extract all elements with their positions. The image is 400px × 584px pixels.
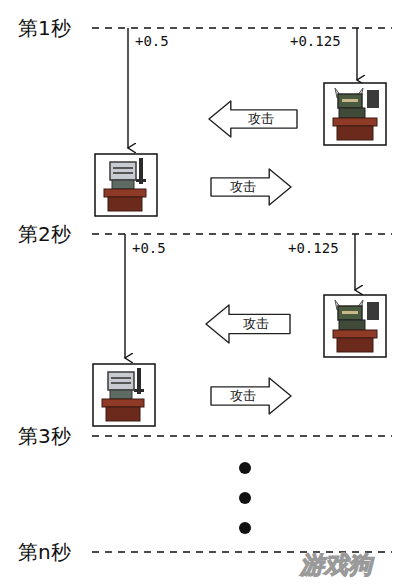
time-label: 第2秒	[18, 224, 71, 244]
increment-label: +0.5	[132, 241, 166, 255]
player-knight	[93, 364, 155, 426]
player-knight	[95, 154, 157, 216]
arrow-label: 攻击	[210, 168, 276, 206]
enemy-knight	[324, 295, 386, 357]
arrow-label: 攻击	[224, 100, 298, 138]
progress-arrow	[124, 234, 125, 358]
time-label: 第3秒	[18, 426, 71, 446]
arrow-shape	[206, 305, 290, 343]
time-divider	[92, 435, 392, 437]
attack-arrow: 攻击	[210, 168, 292, 206]
attack-arrow: 攻击	[210, 377, 292, 415]
increment-label: +0.5	[135, 34, 169, 48]
time-label: 第1秒	[18, 18, 71, 38]
arrow-shape	[211, 169, 291, 205]
ellipsis-dot	[239, 462, 251, 474]
ellipsis-dot	[239, 522, 251, 534]
arrow-shape	[209, 101, 297, 137]
enemy-knight	[324, 83, 386, 145]
watermark: 游戏狗	[300, 553, 372, 577]
attack-arrow: 攻击	[208, 100, 298, 138]
progress-arrow	[354, 234, 355, 290]
time-label: 第n秒	[18, 542, 71, 562]
progress-arrow	[356, 28, 357, 80]
time-divider	[92, 27, 392, 29]
increment-label: +0.125	[290, 34, 341, 48]
time-divider	[92, 233, 392, 235]
arrow-label: 攻击	[222, 304, 291, 344]
arrow-label: 攻击	[210, 377, 276, 415]
increment-label: +0.125	[288, 241, 339, 255]
arrow-shape	[211, 378, 291, 414]
progress-arrow	[127, 28, 128, 148]
attack-arrow: 攻击	[205, 304, 291, 344]
ellipsis-dot	[239, 492, 251, 504]
